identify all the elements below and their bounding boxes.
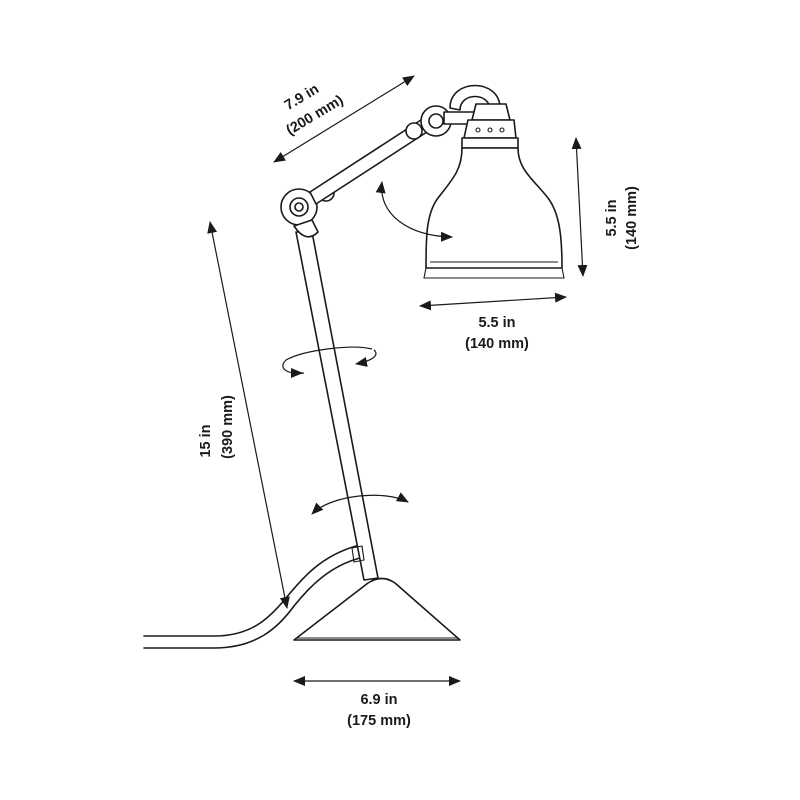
lamp-illustration [143,84,565,649]
base-width-imperial: 6.9 in [360,692,397,708]
dimension-shade-height: 5.5 in (140 mm) [571,137,640,277]
shade-width-metric: (140 mm) [465,336,529,352]
dimension-line-shade-height [571,137,588,277]
lamp-lower-arm [295,231,379,581]
arm-lower-metric: (390 mm) [220,395,236,459]
shade-height-imperial: 5.5 in [604,199,620,236]
stem-rotation-arrow [282,346,377,378]
dimension-arm-lower: 15 in (390 mm) [198,221,290,609]
dimension-base-width: 6.9 in (175 mm) [293,676,461,729]
shade-height-metric: (140 mm) [624,186,640,250]
shade-tilt-arrow [375,181,453,242]
shade-width-imperial: 5.5 in [478,315,515,331]
shade-bracket [443,84,519,149]
dimension-line-arm-lower [207,221,290,609]
lamp-base [293,577,461,641]
arm-lower-imperial: 15 in [198,424,214,457]
lamp-shade [423,147,565,279]
base-pivot-arrow [311,492,409,515]
base-width-metric: (175 mm) [347,713,411,729]
dimension-shade-width: 5.5 in (140 mm) [419,292,567,352]
shade-tilt-arc [375,181,453,242]
base-pivot-arc [311,492,409,515]
dimension-line-shade-width [419,292,567,311]
dimension-line-arm-upper [273,75,415,163]
